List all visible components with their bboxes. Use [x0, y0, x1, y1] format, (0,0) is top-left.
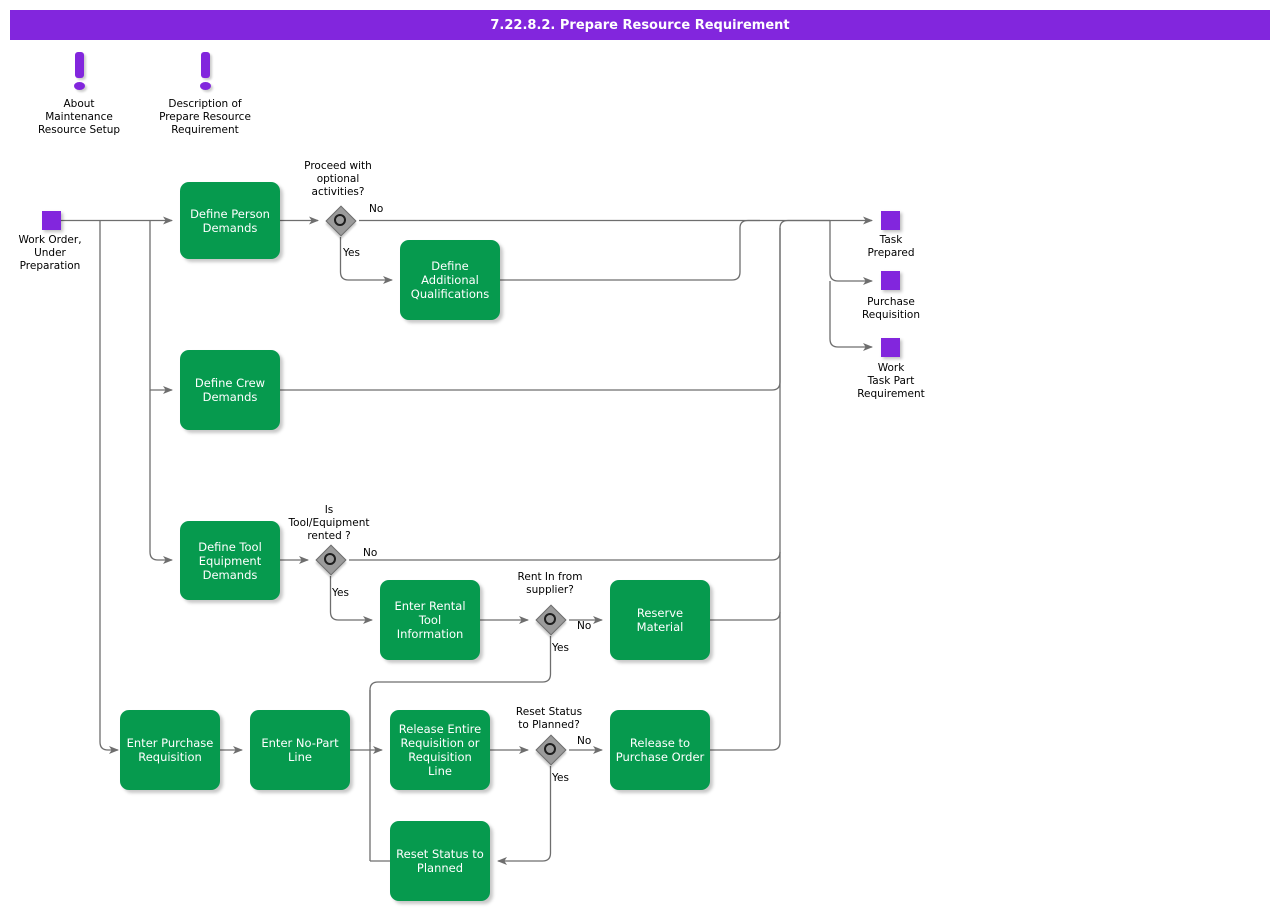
- end-event-task-prepared[interactable]: [881, 211, 900, 230]
- task-enter-no-part-line[interactable]: Enter No-Part Line: [250, 710, 350, 790]
- flow-label-gw-rented-no: No: [363, 547, 378, 559]
- gateway-caption-rent-in-from-supplier: Rent In from supplier?: [517, 571, 583, 596]
- start-event[interactable]: [42, 211, 61, 230]
- task-enter-rental-tool-information[interactable]: Enter Rental Tool Information: [380, 580, 480, 660]
- edge-start-to-define-crew-demands: [149, 220, 173, 394]
- annotation-description-of-prepare-resource-requirement: Description of Prepare Resource Requirem…: [125, 52, 285, 137]
- end-event-purchase-requisition[interactable]: [881, 271, 900, 290]
- end-event-task-prepared-label: Task Prepared: [867, 234, 915, 259]
- task-define-person-demands[interactable]: Define Person Demands: [180, 182, 280, 259]
- gateway-inclusive-ring-icon: [334, 214, 346, 226]
- flow-label-gw-reset-yes: Yes: [552, 772, 569, 784]
- end-event-work-task-part-requirement[interactable]: [881, 338, 900, 357]
- end-event-work-task-part-requirement-label: Work Task Part Requirement: [857, 362, 925, 400]
- edge-release-to-purchase-order-merge: [710, 741, 781, 751]
- edge-define-additional-qualifications-merge: [500, 219, 760, 281]
- gateway-inclusive-ring-icon: [324, 553, 336, 565]
- task-define-additional-qualifications[interactable]: Define Additional Qualifications: [400, 240, 500, 320]
- start-event-label: Work Order, Under Preparation: [18, 234, 82, 272]
- annotation-label: About Maintenance Resource Setup: [37, 98, 121, 136]
- exclamation-dot-icon: [199, 82, 211, 90]
- task-reserve-material[interactable]: Reserve Material: [610, 580, 710, 660]
- task-reset-status-to-planned[interactable]: Reset Status to Planned: [390, 821, 490, 901]
- gateway-reset-status-to-planned[interactable]: [535, 734, 567, 766]
- gateway-inclusive-ring-icon: [544, 743, 556, 755]
- edge-reserve-material-merge: [710, 611, 781, 621]
- annotation-label: Description of Prepare Resource Requirem…: [159, 98, 251, 136]
- task-define-crew-demands[interactable]: Define Crew Demands: [180, 350, 280, 430]
- annotation-about-maintenance-resource-setup: About Maintenance Resource Setup: [0, 52, 159, 137]
- exclamation-icon: [74, 52, 84, 78]
- gateway-caption-is-tool-equipment-rented: Is Tool/Equipment rented ?: [288, 504, 370, 542]
- edge-gw-rented-no: [349, 551, 781, 561]
- flow-label-gw-optional-yes: Yes: [343, 247, 360, 259]
- page-title: 7.22.8.2. Prepare Resource Requirement: [10, 10, 1270, 40]
- edge-define-crew-demands-merge: [280, 219, 830, 391]
- exclamation-icon: [200, 52, 210, 78]
- edge-start-to-define-tool-equipment-demands: [149, 390, 173, 564]
- gateway-caption-proceed-with-optional-activities: Proceed with optional activities?: [304, 160, 372, 198]
- flow-label-gw-rent-in-yes: Yes: [552, 642, 569, 654]
- task-define-tool-equipment-demands[interactable]: Define Tool Equipment Demands: [180, 521, 280, 600]
- gateway-caption-reset-status-to-planned: Reset Status to Planned?: [515, 706, 583, 731]
- gateway-is-tool-equipment-rented[interactable]: [315, 544, 347, 576]
- gateway-proceed-with-optional-activities[interactable]: [325, 205, 357, 237]
- flow-label-gw-rent-in-no: No: [577, 620, 592, 632]
- edge-start-to-enter-purchase-requisition: [99, 220, 119, 754]
- flow-label-gw-reset-no: No: [577, 735, 592, 747]
- task-release-to-purchase-order[interactable]: Release to Purchase Order: [610, 710, 710, 790]
- gateway-rent-in-from-supplier[interactable]: [535, 604, 567, 636]
- flow-label-gw-rented-yes: Yes: [332, 587, 349, 599]
- task-release-entire-requisition[interactable]: Release Entire Requisition or Requisitio…: [390, 710, 490, 790]
- exclamation-dot-icon: [73, 82, 85, 90]
- edge-gw-reset-yes: [497, 766, 552, 865]
- flow-label-gw-optional-no: No: [369, 203, 384, 215]
- end-event-purchase-requisition-label: Purchase Requisition: [861, 296, 921, 321]
- task-enter-purchase-requisition[interactable]: Enter Purchase Requisition: [120, 710, 220, 790]
- gateway-inclusive-ring-icon: [544, 613, 556, 625]
